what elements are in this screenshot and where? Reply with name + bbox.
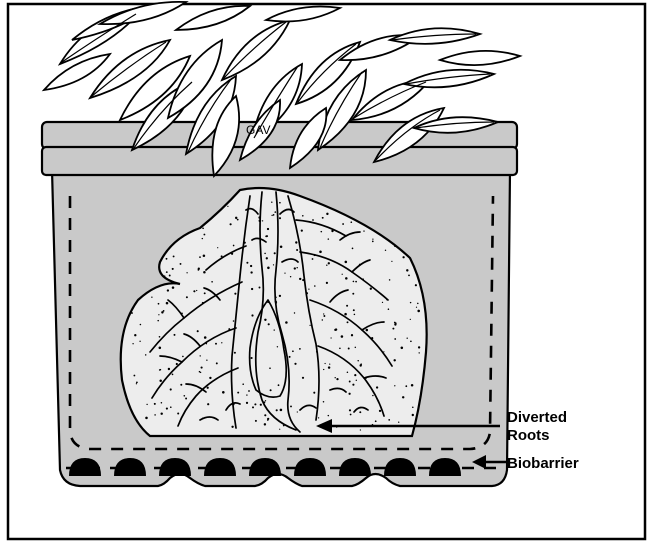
label-diverted-roots-line2: Roots [507,427,550,444]
label-biobarrier: Biobarrier [507,455,579,472]
pot-rim-text: GAV [246,123,270,137]
biobarrier-nodules [69,458,461,476]
label-diverted-roots-line1: Diverted [507,409,567,426]
pot-rim-lower [42,147,517,175]
